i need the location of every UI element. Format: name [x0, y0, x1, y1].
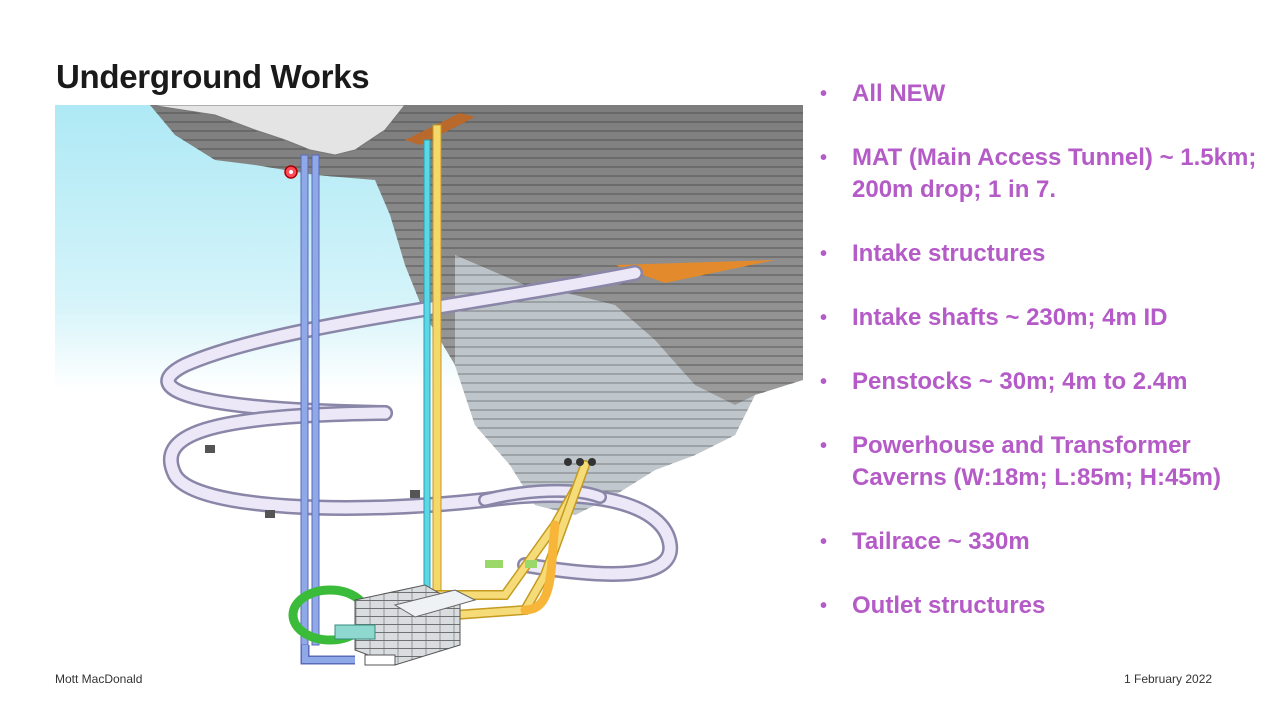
- rock-mass: [149, 105, 803, 515]
- underground-works-diagram: [55, 105, 803, 675]
- bullet-all-new: •All NEW: [820, 78, 1270, 110]
- slide-title: Underground Works: [56, 58, 370, 95]
- intake-shafts: [284, 154, 355, 665]
- footer-company: Mott MacDonald: [55, 672, 143, 686]
- bullet-marker: •: [820, 83, 828, 105]
- bullet-list: •All NEW •MAT (Main Access Tunnel) ~ 1.5…: [820, 78, 1270, 654]
- footer-date: 1 February 2022: [1124, 672, 1213, 686]
- bullet-outlet-structures: •Outlet structures: [820, 590, 1270, 622]
- bullet-intake-structures: •Intake structures: [820, 238, 1270, 270]
- main-access-tunnel: [160, 265, 679, 582]
- bullet-marker: •: [820, 435, 828, 457]
- powerhouse-cavern: [288, 584, 477, 666]
- bullet-marker: •: [820, 147, 828, 169]
- bullet-marker: •: [820, 307, 828, 329]
- bullet-marker: •: [820, 531, 828, 553]
- bullet-mat: •MAT (Main Access Tunnel) ~ 1.5km; 200m …: [820, 144, 1257, 203]
- bullet-intake-shafts: •Intake shafts ~ 230m; 4m ID: [820, 302, 1270, 334]
- bullet-caverns: •Powerhouse and Transformer Caverns (W:1…: [820, 432, 1221, 491]
- bullet-penstocks: •Penstocks ~ 30m; 4m to 2.4m: [820, 366, 1270, 398]
- bullet-marker: •: [820, 243, 828, 265]
- ventilation-shaft: [423, 139, 431, 596]
- bullet-marker: •: [820, 371, 828, 393]
- bullet-marker: •: [820, 595, 828, 617]
- bullet-tailrace: •Tailrace ~ 330m: [820, 526, 1270, 558]
